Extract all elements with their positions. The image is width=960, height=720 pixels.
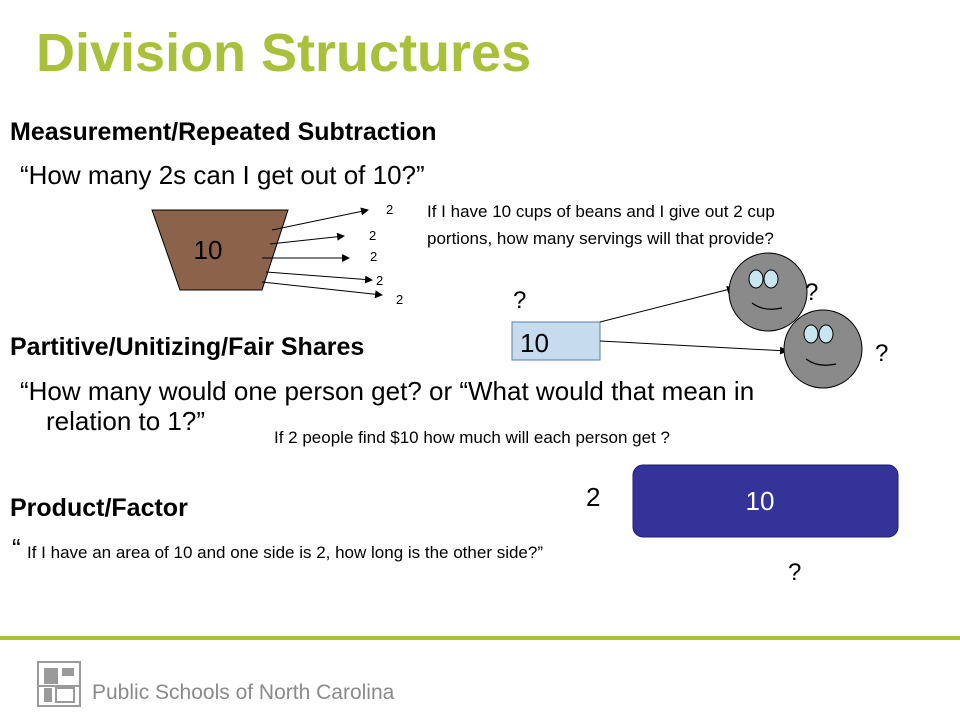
product-heading: Product/Factor (10, 494, 188, 522)
page-title: Division Structures (36, 23, 532, 83)
portion-arrow (271, 207, 369, 231)
partitive-question-line2: relation to 1?” (46, 406, 205, 436)
portion-arrow (265, 271, 373, 284)
money-box-label: 10 (520, 328, 549, 358)
portion-arrows (261, 207, 383, 299)
person2-question-mark: ? (875, 340, 888, 367)
bean-bucket: 10 (151, 209, 289, 291)
area-rectangle: 10 (632, 464, 899, 538)
measurement-question: “How many 2s can I get out of 10?” (20, 160, 425, 190)
nc-schools-logo-icon (37, 661, 81, 707)
money-box: 10 (511, 321, 601, 361)
person1-question-mark: ? (805, 279, 818, 306)
portion-label: 2 (370, 249, 377, 264)
portion-arrow (261, 281, 383, 299)
product-open-quote: “ (12, 533, 21, 563)
partitive-heading: Partitive/Unitizing/Fair Shares (10, 333, 365, 361)
portion-label: 2 (396, 292, 403, 307)
other-side-question-mark: ? (788, 559, 801, 586)
portion-label: 2 (369, 228, 376, 243)
footer-divider (0, 636, 960, 640)
partitive-example: If 2 people find $10 how much will each … (274, 428, 670, 447)
share-arrow (599, 340, 788, 355)
measurement-example-line2: portions, how many servings will that pr… (427, 229, 774, 248)
product-question: If I have an area of 10 and one side is … (27, 543, 544, 562)
area-label: 10 (746, 486, 775, 516)
portion-arrow (269, 232, 345, 245)
side-length-label: 2 (586, 482, 600, 512)
person-face-icon (728, 252, 808, 332)
portion-label: 2 (376, 273, 383, 288)
footer-org-name: Public Schools of North Carolina (92, 681, 395, 704)
share-arrow (599, 285, 735, 323)
partitive-question-line1: “How many would one person get? or “What… (20, 376, 755, 406)
bucket-label: 10 (194, 235, 223, 265)
portion-label: 2 (386, 202, 393, 217)
measurement-heading: Measurement/Repeated Subtraction (10, 118, 437, 146)
person-face-icon (783, 309, 863, 389)
box-question-mark: ? (513, 287, 526, 314)
measurement-example-line1: If I have 10 cups of beans and I give ou… (427, 202, 775, 221)
